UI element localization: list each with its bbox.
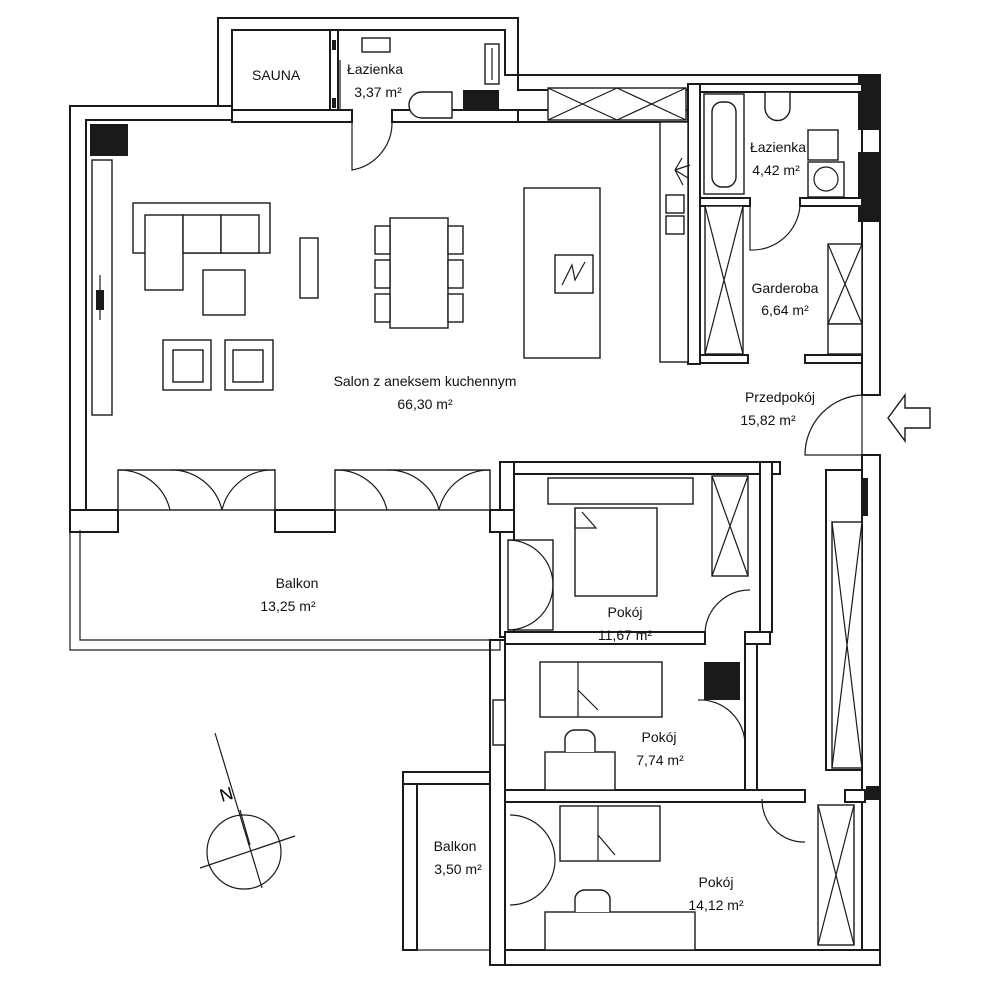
room-name-pokoj2: Pokój bbox=[641, 729, 676, 745]
room-name-pokoj1: Pokój bbox=[607, 604, 642, 620]
salon-glazing bbox=[117, 469, 491, 511]
room-name-przedpokoj: Przedpokój bbox=[745, 389, 815, 405]
room2-furniture bbox=[492, 661, 806, 843]
room-area-pokoj1: 11,67 m² bbox=[598, 627, 653, 643]
balcony-1-outline bbox=[69, 530, 501, 651]
room-area-salon: 66,30 m² bbox=[397, 396, 453, 412]
room-area-bath1: 3,37 m² bbox=[354, 84, 402, 100]
living-furniture bbox=[132, 187, 601, 391]
room-name-salon: Salon z aneksem kuchennym bbox=[334, 373, 517, 389]
compass: N bbox=[199, 732, 296, 890]
kitchen-counter bbox=[547, 87, 691, 363]
room-labels: SAUNA Łazienka 3,37 m² Salon z aneksem k… bbox=[252, 61, 819, 913]
hall-wardrobe bbox=[831, 521, 863, 769]
shafts bbox=[90, 75, 880, 800]
room-name-sauna: SAUNA bbox=[252, 67, 301, 83]
room-area-balkon2: 3,50 m² bbox=[434, 861, 482, 877]
room-area-pokoj2: 7,74 m² bbox=[636, 752, 684, 768]
room-area-garderoba: 6,64 m² bbox=[761, 302, 809, 318]
room-name-balkon1: Balkon bbox=[276, 575, 319, 591]
room-area-pokoj3: 14,12 m² bbox=[688, 897, 744, 913]
room-name-bath2: Łazienka bbox=[750, 139, 806, 155]
left-window bbox=[91, 159, 113, 416]
room-name-balkon2: Balkon bbox=[434, 838, 477, 854]
room-area-bath2: 4,42 m² bbox=[752, 162, 800, 178]
room-area-przedpokoj: 15,82 m² bbox=[740, 412, 796, 428]
room-name-pokoj3: Pokój bbox=[698, 874, 733, 890]
room-name-bath1: Łazienka bbox=[347, 61, 403, 77]
room3-furniture bbox=[509, 804, 855, 951]
sauna-bath1 bbox=[332, 37, 500, 171]
room-area-balkon1: 13,25 m² bbox=[260, 598, 316, 614]
compass-north-label: N bbox=[217, 783, 235, 806]
entrance bbox=[804, 392, 931, 456]
room-name-garderoba: Garderoba bbox=[752, 280, 819, 296]
room1-furniture bbox=[507, 475, 751, 633]
bath2-garderoba bbox=[703, 91, 863, 355]
